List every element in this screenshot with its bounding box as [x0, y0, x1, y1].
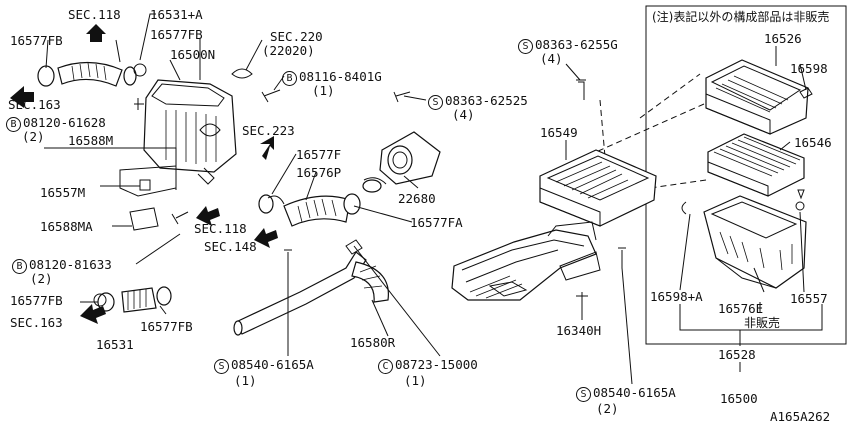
label-08120-81633-qty: (2) [30, 271, 53, 286]
part-number: 08723-15000 [395, 357, 478, 372]
label-sec118-mid: SEC.118 [194, 221, 247, 236]
filter-element-part [707, 133, 805, 197]
airflow-sensor-part [362, 131, 441, 193]
connector-hose-part [258, 193, 361, 227]
label-16588MA: 16588MA [40, 219, 93, 234]
bracket-part [559, 251, 601, 281]
label-sec163-bottom: SEC.163 [10, 315, 63, 330]
label-16577FB-1: 16577FB [10, 33, 63, 48]
part-number: 08120-61628 [23, 115, 106, 130]
part-number: 08363-62525 [445, 93, 528, 108]
label-08723-qty: (1) [404, 373, 427, 388]
label-08116-qty: (1) [312, 83, 335, 98]
label-16549: 16549 [540, 125, 578, 140]
bolt-part [261, 89, 281, 103]
clamp-part [681, 201, 687, 215]
not-sold-label: 非販売 [744, 316, 781, 330]
bolt-symbol: B [12, 259, 27, 274]
diagram-code: A165A262 [770, 409, 831, 424]
label-sec220: SEC.220 [270, 29, 323, 44]
air-box-part [143, 79, 237, 185]
label-16340H: 16340H [556, 323, 602, 338]
label-16588M: 16588M [68, 133, 114, 148]
label-sec163-left: SEC.163 [8, 97, 61, 112]
label-16577FA: 16577FA [410, 215, 463, 230]
label-16577F: 16577F [296, 147, 342, 162]
label-16528: 16528 [718, 347, 756, 362]
upper-cover-part [705, 59, 809, 135]
not-sold-note: (注)表記以外の構成部品は非販売 [652, 10, 830, 24]
part-number: 08116-8401G [299, 69, 382, 84]
bolt-symbol: B [282, 71, 297, 86]
part-number: 08540-6165A [231, 357, 314, 372]
label-16500: 16500 [720, 391, 758, 406]
label-16580R: 16580R [350, 335, 396, 350]
label-08540-bottom-qty: (2) [596, 401, 619, 416]
label-16531A: 16531+A [150, 7, 203, 22]
bolt-symbol: B [6, 117, 21, 132]
part-number: 08120-81633 [29, 257, 112, 272]
label-16577FB-3: 16577FB [10, 293, 63, 308]
label-08120-61628-qty: (2) [22, 129, 45, 144]
label-16546: 16546 [794, 135, 832, 150]
intake-duct-part [451, 221, 597, 301]
upper-hose-part [37, 61, 137, 87]
label-08363-62525-qty: (4) [452, 107, 475, 122]
label-16557: 16557 [790, 291, 828, 306]
label-16576P: 16576P [296, 165, 342, 180]
grommet-part [795, 201, 805, 211]
lower-hose-part [97, 286, 172, 313]
label-08363-6255G-qty: (4) [540, 51, 563, 66]
label-sec220-sub: (22020) [262, 43, 315, 58]
label-sec148: SEC.148 [204, 239, 257, 254]
lower-case-part [703, 195, 807, 289]
label-16598: 16598 [790, 61, 828, 76]
label-sec223: SEC.223 [242, 123, 295, 138]
label-22680: 22680 [398, 191, 436, 206]
screw-symbol: S [214, 359, 229, 374]
label-16577FB-2: 16577FB [150, 27, 203, 42]
label-16576E: 16576E [718, 301, 764, 316]
part-number: 08540-6165A [593, 385, 676, 400]
resonator-part [539, 149, 657, 227]
screw-symbol: S [428, 95, 443, 110]
label-16500N: 16500N [170, 47, 216, 62]
label-08540-top-qty: (1) [234, 373, 257, 388]
label-sec118-top: SEC.118 [68, 7, 121, 22]
part-number: 08363-6255G [535, 37, 618, 52]
screw-symbol: S [518, 39, 533, 54]
clip-symbol: C [378, 359, 393, 374]
label-16577FB-4: 16577FB [140, 319, 193, 334]
label-16557M: 16557M [40, 185, 86, 200]
screw-symbol: S [576, 387, 591, 402]
label-16598A: 16598+A [650, 289, 703, 304]
label-16526: 16526 [764, 31, 802, 46]
direction-arrows [10, 24, 278, 324]
label-16531: 16531 [96, 337, 134, 352]
pipe-part [233, 239, 389, 336]
